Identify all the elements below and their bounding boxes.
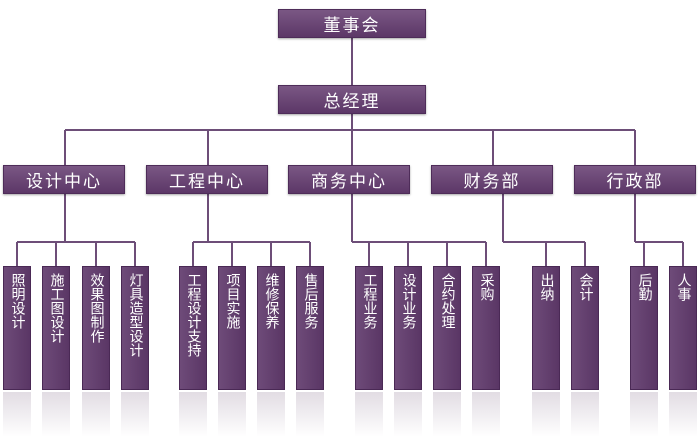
unit-maintenance: 维修保养 bbox=[257, 266, 285, 390]
unit-accounting: 会计 bbox=[571, 266, 599, 390]
dept-label: 行政部 bbox=[606, 172, 664, 192]
unit-label: 维修保养 bbox=[263, 273, 280, 329]
unit-cashier: 出纳 bbox=[532, 266, 560, 390]
unit-logistics: 后勤 bbox=[630, 266, 658, 390]
dept-administration: 行政部 bbox=[574, 165, 696, 194]
reflection bbox=[472, 392, 500, 437]
unit-after-sales: 售后服务 bbox=[296, 266, 324, 390]
reflection bbox=[82, 392, 110, 437]
reflection bbox=[218, 392, 246, 437]
reflection bbox=[121, 392, 149, 437]
unit-lighting-design: 照明设计 bbox=[3, 266, 31, 390]
unit-label: 设计业务 bbox=[400, 273, 417, 329]
unit-label: 工程业务 bbox=[361, 273, 378, 329]
unit-rendering: 效果图制作 bbox=[82, 266, 110, 390]
unit-label: 后勤 bbox=[636, 273, 653, 301]
unit-engineering-business: 工程业务 bbox=[355, 266, 383, 390]
reflection bbox=[433, 392, 461, 437]
unit-label: 照明设计 bbox=[9, 273, 26, 329]
reflection bbox=[257, 392, 285, 437]
reflection bbox=[3, 392, 31, 437]
dept-finance: 财务部 bbox=[431, 165, 553, 194]
dept-engineering-center: 工程中心 bbox=[146, 165, 268, 194]
reflection bbox=[532, 392, 560, 437]
dept-business-center: 商务中心 bbox=[288, 165, 410, 194]
unit-label: 效果图制作 bbox=[88, 273, 105, 343]
reflection bbox=[296, 392, 324, 437]
unit-label: 合约处理 bbox=[439, 273, 456, 329]
unit-label: 灯具造型设计 bbox=[127, 273, 144, 357]
unit-label: 人事 bbox=[675, 273, 692, 301]
general-manager-box: 总经理 bbox=[278, 85, 426, 114]
unit-design-business: 设计业务 bbox=[394, 266, 422, 390]
dept-label: 商务中心 bbox=[311, 172, 387, 192]
unit-personnel: 人事 bbox=[669, 266, 697, 390]
reflection bbox=[669, 392, 697, 437]
board-label: 董事会 bbox=[323, 16, 381, 36]
unit-label: 会计 bbox=[577, 273, 594, 301]
reflection bbox=[394, 392, 422, 437]
reflection bbox=[355, 392, 383, 437]
general-manager-label: 总经理 bbox=[323, 92, 381, 112]
unit-label: 售后服务 bbox=[302, 273, 319, 329]
unit-project-implementation: 项目实施 bbox=[218, 266, 246, 390]
dept-label: 工程中心 bbox=[169, 172, 245, 192]
reflection bbox=[571, 392, 599, 437]
dept-design-center: 设计中心 bbox=[3, 165, 125, 194]
unit-engineering-support: 工程设计支持 bbox=[179, 266, 207, 390]
reflection bbox=[42, 392, 70, 437]
unit-contracts: 合约处理 bbox=[433, 266, 461, 390]
unit-label: 采购 bbox=[478, 273, 495, 301]
board-box: 董事会 bbox=[278, 9, 426, 38]
reflection bbox=[179, 392, 207, 437]
unit-procurement: 采购 bbox=[472, 266, 500, 390]
unit-fixture-design: 灯具造型设计 bbox=[121, 266, 149, 390]
unit-label: 出纳 bbox=[538, 273, 555, 301]
unit-label: 项目实施 bbox=[224, 273, 241, 329]
unit-label: 工程设计支持 bbox=[185, 273, 202, 357]
unit-construction-drawing: 施工图设计 bbox=[42, 266, 70, 390]
unit-label: 施工图设计 bbox=[48, 273, 65, 343]
dept-label: 财务部 bbox=[463, 172, 521, 192]
reflection bbox=[630, 392, 658, 437]
dept-label: 设计中心 bbox=[26, 172, 102, 192]
